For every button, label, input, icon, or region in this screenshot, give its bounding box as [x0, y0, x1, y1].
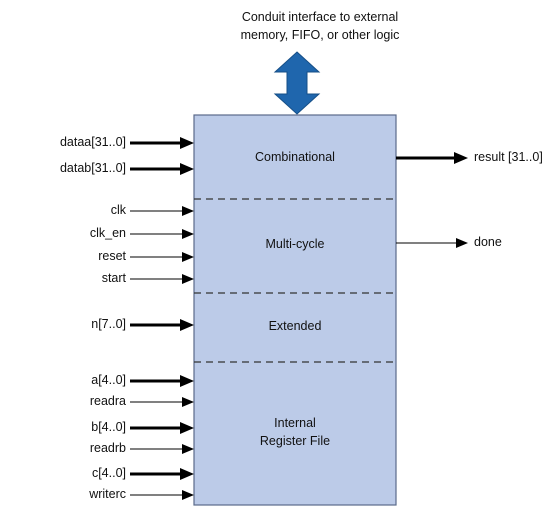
output-label-result: result [31..0]: [474, 150, 543, 164]
input-arrow-reset: [130, 252, 194, 262]
conduit-caption-line2: memory, FIFO, or other logic: [240, 28, 400, 42]
conduit-double-arrow: [273, 51, 321, 115]
input-arrow-dataa: [130, 137, 194, 149]
input-arrow-readra: [130, 397, 194, 407]
section-label-extended: Extended: [268, 319, 322, 333]
conduit-caption-line1: Conduit interface to external: [241, 10, 399, 24]
input-label-reset: reset: [98, 249, 126, 263]
input-arrow-clk-en: [130, 229, 194, 239]
input-label-b: b[4..0]: [91, 420, 126, 434]
input-label-writerc: writerc: [89, 487, 126, 501]
input-arrow-datab: [130, 163, 194, 175]
input-label-start: start: [101, 271, 126, 285]
input-arrow-c: [130, 468, 194, 480]
output-arrow-result: [396, 152, 468, 164]
input-label-clk: clk: [110, 203, 126, 217]
input-label-c: c[4..0]: [91, 466, 126, 480]
input-arrow-n: [130, 319, 194, 331]
conduit-caption: Conduit interface to external memory, FI…: [200, 8, 440, 44]
input-label-readrb: readrb: [89, 441, 126, 455]
input-arrow-b: [130, 422, 194, 434]
input-label-datab: datab[31..0]: [59, 161, 126, 175]
section-label-register-file-line1: Internal: [274, 416, 316, 430]
input-arrow-writerc: [130, 490, 194, 500]
input-label-dataa: dataa[31..0]: [59, 135, 126, 149]
input-label-a: a[4..0]: [91, 373, 126, 387]
input-label-n: n[7..0]: [91, 317, 126, 331]
output-arrow-done: [396, 238, 468, 248]
input-label-clk-en: clk_en: [89, 226, 126, 240]
section-label-register-file-line2: Register File: [259, 434, 331, 448]
instruction-block: [193, 114, 397, 506]
output-label-done: done: [474, 235, 502, 249]
input-arrow-a: [130, 375, 194, 387]
input-label-readra: readra: [89, 394, 126, 408]
section-label-multicycle: Multi-cycle: [265, 237, 325, 251]
input-arrow-readrb: [130, 444, 194, 454]
section-label-combinational: Combinational: [255, 150, 335, 164]
input-arrow-start: [130, 274, 194, 284]
input-arrow-clk: [130, 206, 194, 216]
